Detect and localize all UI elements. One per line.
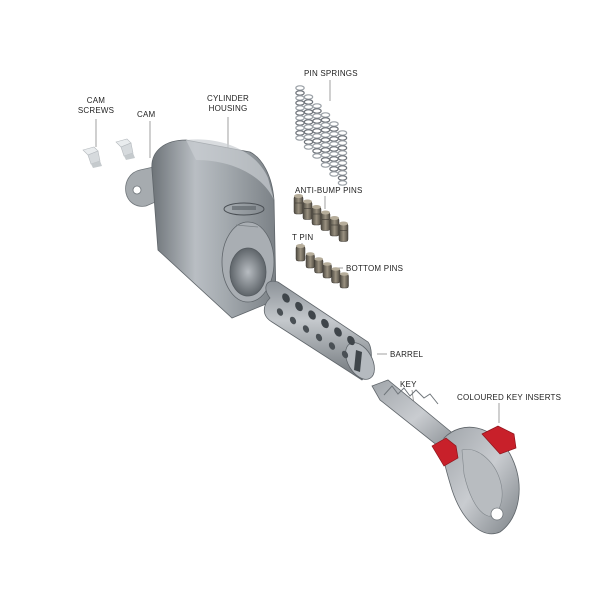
bottom-pin [305, 252, 315, 269]
barrel [263, 280, 375, 381]
barrel-pin-hole [334, 327, 342, 337]
pin-springs [295, 85, 348, 186]
t-pin [295, 244, 306, 262]
barrel-side-hole [302, 325, 310, 333]
anti-bump-pin [293, 194, 304, 215]
anti-bump-pin [338, 221, 349, 242]
pin-spring [312, 103, 322, 159]
bottom-pin [314, 257, 324, 274]
barrel-pin-hole [347, 335, 355, 346]
anti-bump-pin [329, 216, 340, 237]
cylinder-housing [151, 139, 277, 319]
pin-spring [320, 112, 331, 168]
barrel-side-hole [276, 308, 284, 316]
label-cam-screws: CAM SCREWS [76, 96, 116, 116]
barrel-side-hole [289, 316, 297, 325]
anti-bump-pin [311, 205, 322, 226]
coloured-key-inserts [431, 425, 517, 467]
cam-screws [82, 138, 135, 168]
label-cam-screws-line1: CAM [86, 96, 106, 105]
label-key: KEY [400, 380, 417, 389]
bottom-pins [305, 252, 349, 289]
barrel-pin-hole [295, 301, 303, 312]
barrel-side-hole [328, 342, 336, 350]
cam [125, 165, 161, 207]
pin-spring [337, 130, 348, 186]
pin-spring [295, 85, 305, 141]
label-coloured-key-inserts: COLOURED KEY INSERTS [457, 393, 562, 402]
barrel-pin-hole [308, 310, 316, 320]
barrel-side-hole [341, 350, 349, 359]
label-cylinder-housing-line2: HOUSING [208, 104, 248, 113]
label-bottom-pins: BOTTOM PINS [346, 264, 404, 273]
pin-spring [303, 94, 314, 150]
label-cylinder-housing: CYLINDER HOUSING [203, 94, 253, 114]
label-t-pin: T PIN [292, 233, 314, 242]
barrel-pin-hole [282, 293, 290, 303]
barrel-pin-hole [321, 318, 329, 329]
label-cam: CAM [137, 110, 156, 119]
bottom-pin [322, 262, 332, 279]
pin-spring [329, 121, 339, 177]
label-cam-screws-line2: SCREWS [77, 106, 115, 115]
label-pin-springs: PIN SPRINGS [304, 69, 358, 78]
bottom-pin [331, 267, 341, 284]
bottom-pin [339, 272, 349, 289]
label-barrel: BARREL [390, 350, 424, 359]
label-anti-bump-pins: ANTI-BUMP PINS [295, 186, 363, 195]
anti-bump-pin [302, 199, 313, 220]
anti-bump-pins [293, 194, 349, 242]
barrel-side-hole [315, 333, 323, 342]
label-cylinder-housing-line1: CYLINDER [206, 94, 250, 103]
anti-bump-pin [320, 210, 331, 231]
